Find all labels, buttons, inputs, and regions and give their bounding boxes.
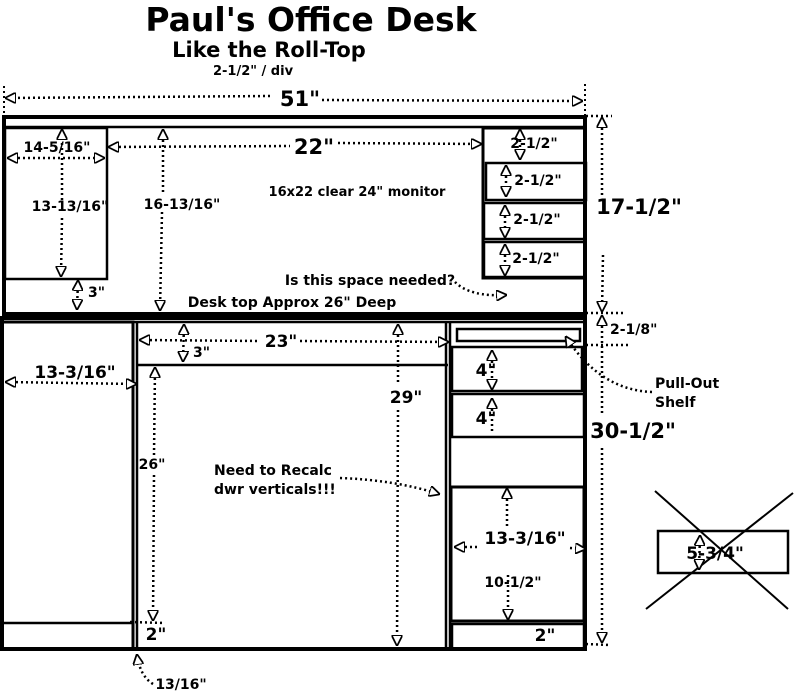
hutch-dimension-lines [8,114,624,315]
crossed-out-box [645,490,794,610]
right-base-label: 2" [535,626,556,646]
left-base-label: 2" [146,625,167,645]
pullout-shelf-label-line-2: Shelf [655,395,696,411]
page-title: Paul's Office Desk [145,0,477,39]
hutch-width-dimension [6,96,582,101]
hutch-width-label: 51" [280,87,320,111]
desk-dimension-lines [6,316,653,686]
monitor-width-label: 22" [294,135,334,159]
monitor-note: 16x22 clear 24" monitor [269,185,447,200]
desk-top-note: Desk top Approx 26" Deep [188,295,396,311]
space-question: Is this space needed? [285,273,455,289]
drawer-1-height-label: 4" [476,361,497,381]
crossed-out-label: 5-3/4" [686,544,744,564]
hutch-gap-label: 2-1/8" [610,322,657,338]
left-gap-label: 3" [88,285,105,301]
recalc-note-line-2: dwr verticals!!! [214,482,336,498]
scale-note: 2-1/2" / div [213,64,294,79]
right-cubby-1-label: 2-1/2" [510,136,557,152]
drawer-2-height-label: 4" [476,409,497,429]
hutch-frame [2,115,588,316]
desk-total-height-label: 30-1/2" [590,419,676,443]
desk-height-label: 29" [390,388,423,408]
apron-height-label: 3" [193,345,210,361]
hutch-height-label: 17-1/2" [596,195,682,219]
file-drawer-width-label: 13-3/16" [484,529,565,549]
kneehole-width-label: 23" [265,332,298,352]
left-cubby-width-label: 14-5/16" [24,140,91,156]
left-cubby-height-label: 13-13/16" [32,199,109,215]
right-cubby-4-label: 2-1/2" [512,251,559,267]
pullout-shelf-label-line-1: Pull-Out [655,376,720,392]
center-height-label: 16-13/16" [144,197,221,213]
page-subtitle: Like the Roll-Top [172,38,366,62]
kneehole-height-label: 26" [139,457,166,473]
recalc-note-line-1: Need to Recalc [214,463,332,479]
right-cubby-3-label: 2-1/2" [513,212,560,228]
left-base-offset-label: 13/16" [155,677,206,693]
file-drawer-height-label: 10-1/2" [484,575,541,591]
right-cubby-2-label: 2-1/2" [514,173,561,189]
left-pedestal-width-label: 13-3/16" [34,363,115,383]
extension-lines [3,84,586,118]
